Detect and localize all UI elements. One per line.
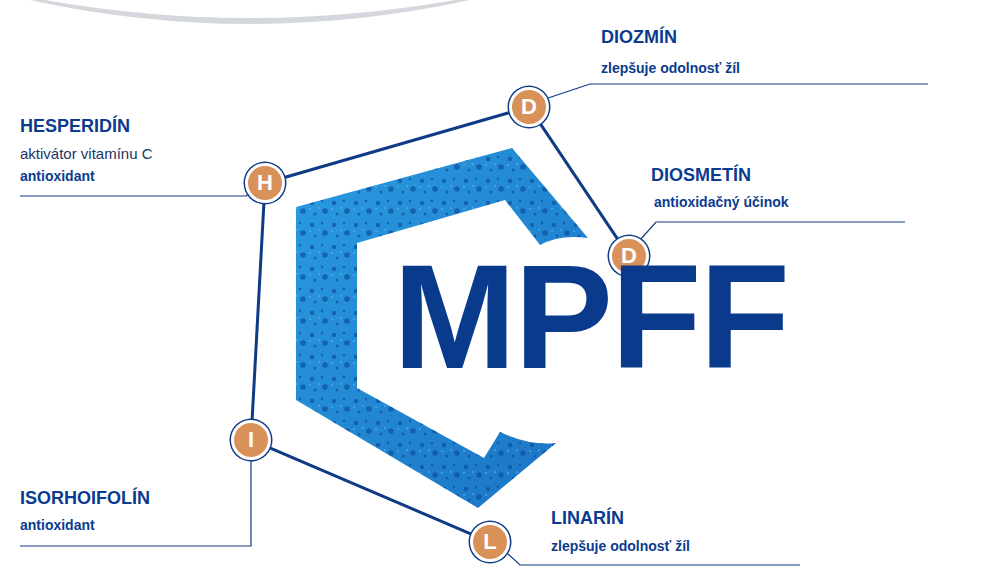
grey-swoosh (30, 0, 470, 24)
letter-circle: D (509, 87, 549, 127)
ingredient-name: ISORHOIFOLÍN (20, 488, 150, 510)
hexagon-edge (541, 124, 618, 238)
letter-circle: H (245, 163, 285, 203)
ingredient-name: DIOZMÍN (601, 27, 677, 49)
leader-lines (20, 84, 928, 565)
circle-letter: I (248, 429, 254, 451)
ingredient-effect: zlepšuje odolnosť žíl (551, 538, 690, 555)
ingredient-note: aktivátor vitamínu C (20, 145, 153, 163)
ingredient-name: LINARÍN (551, 508, 624, 530)
letter-circle: L (470, 522, 510, 562)
letter-circle: I (231, 420, 271, 460)
ingredient-name: HESPERIDÍN (20, 116, 130, 138)
ingredient-effect: antioxidant (20, 517, 95, 534)
circle-letter: D (521, 96, 537, 118)
brand-logo-text: MPFF (393, 243, 788, 391)
ingredient-effect: antioxidant (20, 168, 95, 185)
ingredient-effect: zlepšuje odolnosť žíl (601, 60, 740, 77)
ingredient-effect: antioxidačný účinok (654, 194, 789, 211)
circle-letter: L (483, 531, 496, 553)
hexagon-edge (285, 113, 509, 177)
ingredient-name: DIOSMETÍN (651, 165, 751, 187)
hexagon-edge (252, 204, 264, 419)
circle-letter: H (257, 172, 273, 194)
hexagon-edge (270, 448, 470, 534)
